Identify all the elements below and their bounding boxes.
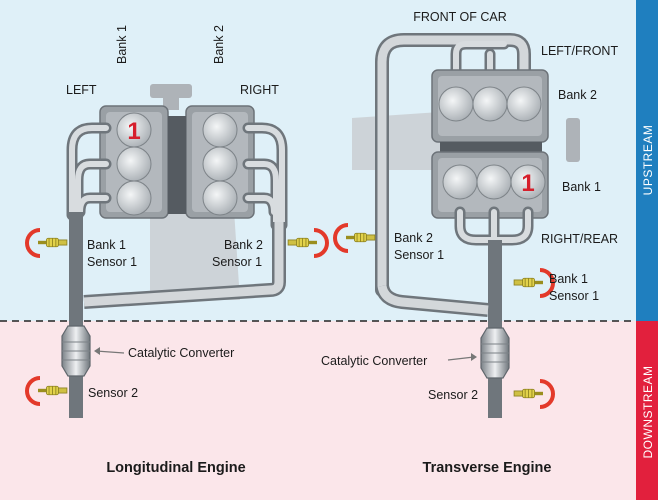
bank2-sensor1-label-line1: Bank 2 (224, 238, 263, 252)
left-label: LEFT (66, 83, 97, 97)
cylinder-piston (202, 146, 238, 182)
bank2-label: Bank 2 (558, 88, 597, 102)
catalytic-arrow (447, 356, 475, 361)
transverse-lower-manifold (454, 206, 534, 246)
transverse-engine: 1 (321, 10, 618, 476)
pulley (150, 84, 192, 98)
cylinder-piston (442, 164, 478, 200)
cylinder-piston (476, 164, 512, 200)
bank1-sensor1-label-line1: Bank 1 (87, 238, 126, 252)
left-front-label: LEFT/FRONT (541, 44, 618, 58)
bank2-sensor1-label-line2: Sensor 1 (212, 255, 262, 269)
bank1-manifold (66, 122, 112, 221)
sensor2-label: Sensor 2 (88, 386, 138, 400)
catalytic-converter (480, 327, 510, 379)
catalytic-arrow (95, 350, 125, 354)
cylinder-piston (116, 180, 152, 216)
upstream-label: UPSTREAM (641, 125, 655, 196)
cylinder-piston (472, 86, 508, 122)
longitudinal-title: Longitudinal Engine (106, 460, 245, 476)
transverse-upper-manifold (375, 33, 531, 297)
cylinder-1-piston (510, 164, 546, 200)
pulley (566, 118, 580, 162)
bank1-label: Bank 1 (562, 180, 601, 194)
downstream-bar (636, 321, 658, 500)
cylinder-piston (202, 180, 238, 216)
bank1-sensor1-label-line2: Sensor 1 (87, 255, 137, 269)
front-of-car-label: FRONT OF CAR (413, 10, 507, 24)
downstream-zone (0, 321, 636, 500)
cylinder-number: 1 (127, 118, 140, 145)
transmission-silhouette (352, 112, 440, 170)
cylinder-piston (116, 146, 152, 182)
catalytic-label: Catalytic Converter (321, 354, 427, 368)
catalytic-label: Catalytic Converter (128, 346, 234, 360)
upstream-bar (636, 0, 658, 321)
bank2-sensor1-icon (287, 228, 329, 258)
longitudinal-engine: 1 (25, 25, 329, 476)
sensor2-label: Sensor 2 (428, 388, 478, 402)
cylinder-number: 1 (521, 170, 534, 197)
right-label: RIGHT (240, 83, 279, 97)
bank1-sensor1-label-line2: Sensor 1 (549, 289, 599, 303)
bank2-manifold (242, 122, 288, 231)
transverse-title: Transverse Engine (423, 460, 552, 476)
bank2-sensor1-label-line2: Sensor 1 (394, 248, 444, 262)
cylinder-piston (438, 86, 474, 122)
bank2-sensor1-label-line1: Bank 2 (394, 231, 433, 245)
bank1-sensor1-icon (25, 228, 68, 258)
bank1-sensor1-icon (513, 268, 555, 298)
right-rear-label: RIGHT/REAR (541, 232, 618, 246)
catalytic-converter (61, 325, 91, 377)
downstream-label: DOWNSTREAM (641, 366, 655, 459)
sensor2-icon (513, 379, 555, 409)
bank2-label: Bank 2 (212, 25, 226, 64)
bank1-label: Bank 1 (115, 25, 129, 64)
cylinder-piston (506, 86, 542, 122)
cylinder-piston (202, 112, 238, 148)
sensor2-icon (25, 376, 68, 406)
bank2-sensor1-icon (333, 223, 376, 253)
bank1-sensor1-label-line1: Bank 1 (549, 272, 588, 286)
longitudinal-exhaust-pipe (69, 212, 286, 418)
